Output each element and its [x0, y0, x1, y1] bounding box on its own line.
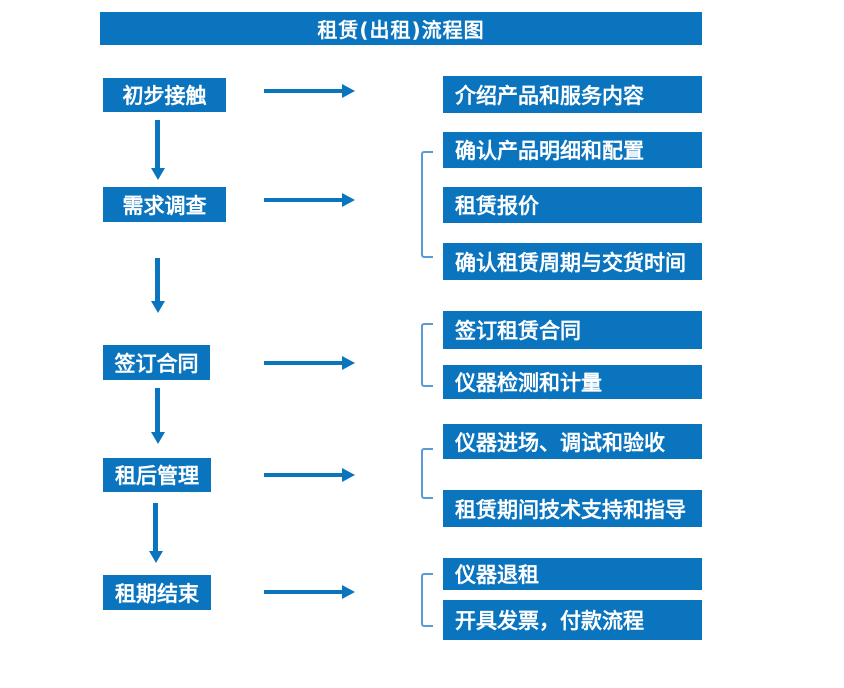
detail-intro-products-services: 介绍产品和服务内容 [443, 76, 702, 113]
bracket-demand-survey-group [421, 151, 433, 258]
bracket-sign-contract-group [421, 323, 433, 387]
detail-instrument-return: 仪器退租 [443, 558, 702, 590]
detail-invoice-payment: 开具发票，付款流程 [443, 600, 702, 640]
bracket-post-rental-group [421, 448, 433, 499]
title-bar: 租赁(出租)流程图 [100, 12, 702, 45]
detail-label: 仪器检测和计量 [455, 371, 602, 395]
right-arrow-4 [264, 473, 342, 477]
down-arrow-3 [155, 388, 160, 432]
detail-instrument-setup-acceptance: 仪器进场、调试和验收 [443, 424, 702, 459]
detail-label: 仪器进场、调试和验收 [455, 430, 665, 455]
detail-sign-rental-contract: 签订租赁合同 [443, 311, 702, 349]
down-arrow-2 [155, 258, 160, 301]
right-arrow-3 [264, 361, 342, 365]
step-demand-survey: 需求调查 [103, 187, 226, 222]
detail-label: 确认租赁周期与交货时间 [455, 250, 686, 275]
detail-confirm-product-config: 确认产品明细和配置 [443, 132, 702, 168]
down-arrow-1 [155, 120, 160, 168]
detail-rental-quote: 租赁报价 [443, 187, 702, 223]
right-arrow-2 [264, 198, 342, 202]
down-arrow-4 [153, 503, 158, 551]
step-label: 签订合同 [114, 351, 199, 376]
detail-label: 介绍产品和服务内容 [455, 83, 644, 108]
step-sign-contract: 签订合同 [103, 345, 210, 380]
bracket-rental-end-group [421, 573, 433, 627]
step-label: 初步接触 [122, 84, 207, 108]
step-label: 租期结束 [115, 581, 199, 606]
right-arrow-5 [264, 590, 342, 594]
detail-instrument-inspection: 仪器检测和计量 [443, 365, 702, 399]
step-initial-contact: 初步接触 [103, 78, 226, 112]
page-title: 租赁(出租)流程图 [317, 18, 485, 42]
step-label: 租后管理 [115, 464, 199, 488]
detail-label: 确认产品明细和配置 [455, 139, 644, 163]
step-label: 需求调查 [122, 193, 207, 218]
detail-label: 仪器退租 [455, 563, 539, 587]
right-arrow-1 [264, 89, 342, 93]
detail-label: 签订租赁合同 [455, 319, 581, 343]
detail-label: 租赁报价 [455, 194, 539, 218]
detail-confirm-period-delivery: 确认租赁周期与交货时间 [443, 243, 702, 280]
detail-label: 开具发票，付款流程 [455, 609, 644, 633]
detail-tech-support: 租赁期间技术支持和指导 [443, 490, 702, 527]
detail-label: 租赁期间技术支持和指导 [455, 497, 686, 522]
step-post-rental-management: 租后管理 [103, 458, 211, 492]
step-rental-end: 租期结束 [103, 575, 211, 610]
